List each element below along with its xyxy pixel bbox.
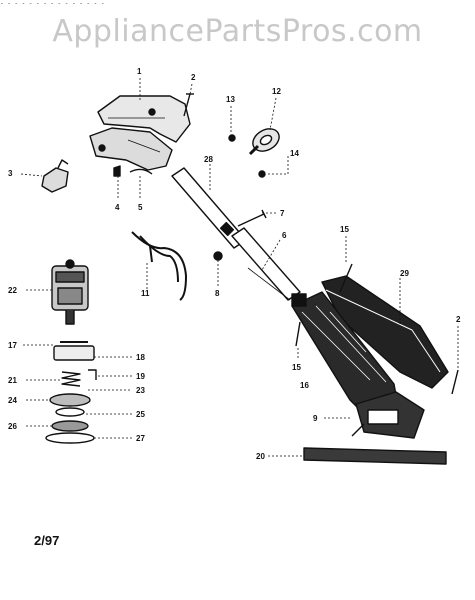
handle-housing-part bbox=[89, 95, 191, 171]
leader-lines bbox=[20, 78, 459, 457]
screw-part bbox=[228, 134, 236, 142]
part-label-21: 21 bbox=[8, 376, 17, 385]
base-guard-part bbox=[303, 447, 447, 465]
part-label-15: 15 bbox=[292, 363, 301, 372]
bump-knob-part bbox=[51, 420, 89, 432]
small-clip-part bbox=[113, 165, 121, 177]
part-label-17: 17 bbox=[8, 341, 17, 350]
part-label-7: 7 bbox=[280, 209, 285, 218]
part-label-9: 9 bbox=[313, 414, 318, 423]
part-label-24: 24 bbox=[8, 396, 17, 405]
switch-part bbox=[41, 159, 69, 193]
part-label-29: 29 bbox=[400, 269, 409, 278]
spring-clip-part bbox=[129, 168, 153, 175]
trimmer-head-housing-part bbox=[291, 275, 449, 439]
power-cord-part bbox=[131, 231, 187, 301]
screw-part bbox=[295, 321, 301, 347]
part-label-27: 27 bbox=[136, 434, 145, 443]
screw-part bbox=[339, 263, 353, 293]
part-label-14: 14 bbox=[290, 149, 299, 158]
screw-part bbox=[237, 209, 267, 227]
part-label-2: 2 bbox=[191, 73, 196, 82]
part-label-2: 2 bbox=[456, 315, 461, 324]
part-label-19: 19 bbox=[136, 372, 145, 381]
part-label-8: 8 bbox=[215, 289, 220, 298]
spring-part bbox=[61, 371, 81, 387]
part-label-23: 23 bbox=[136, 386, 145, 395]
part-label-28: 28 bbox=[204, 155, 213, 164]
spool-part bbox=[49, 393, 91, 407]
part-label-20: 20 bbox=[256, 452, 265, 461]
part-label-6: 6 bbox=[282, 231, 287, 240]
screw-part bbox=[351, 423, 365, 437]
watermark: AppliancePartsPros.com bbox=[52, 14, 423, 49]
cropped-header-text: - - - - - - - - - - - - - - - bbox=[0, 0, 105, 4]
nut-part bbox=[213, 251, 223, 261]
part-label-1: 1 bbox=[137, 67, 142, 76]
part-number-labels: 1 2 2 3 4 5 6 7 8 9 11 12 13 14 15 15 17… bbox=[8, 67, 461, 461]
screw-part bbox=[183, 93, 194, 117]
part-label-22: 22 bbox=[8, 286, 17, 295]
cover-part bbox=[45, 432, 95, 444]
part-label-11: 11 bbox=[141, 289, 150, 298]
part-label-13: 13 bbox=[226, 95, 235, 104]
part-label-3: 3 bbox=[8, 169, 13, 178]
part-label-18: 18 bbox=[136, 353, 145, 362]
part-label-4: 4 bbox=[115, 203, 120, 212]
part-label-26: 26 bbox=[8, 422, 17, 431]
part-label-25: 25 bbox=[136, 410, 145, 419]
clip-part bbox=[88, 369, 97, 380]
auxiliary-handle-part bbox=[248, 128, 280, 156]
part-label-12: 12 bbox=[272, 87, 281, 96]
part-label-5: 5 bbox=[138, 203, 143, 212]
spool-cap-part bbox=[55, 407, 85, 417]
part-label-15: 15 bbox=[340, 225, 349, 234]
spool-housing-part bbox=[53, 345, 95, 361]
lower-tube-part bbox=[231, 227, 301, 301]
nut-part bbox=[258, 170, 266, 178]
motor-part bbox=[51, 259, 89, 325]
revision-date: 2/97 bbox=[34, 533, 60, 548]
screw-part bbox=[451, 369, 459, 395]
part-label-16: 16 bbox=[300, 381, 309, 390]
